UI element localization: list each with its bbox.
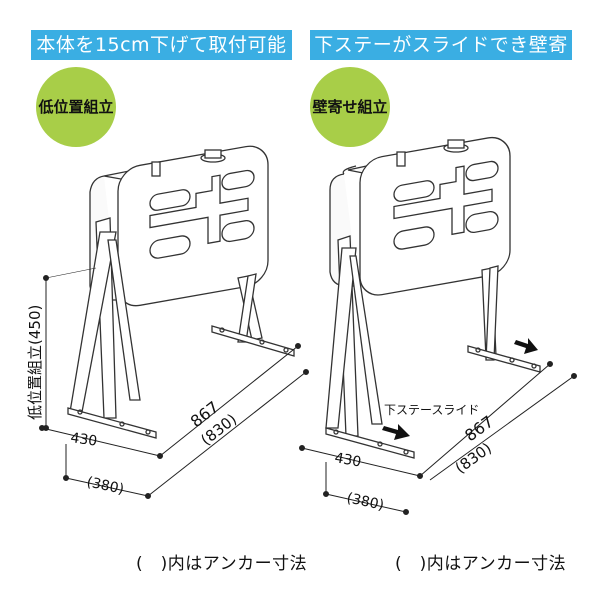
right-width-label: 430 [333, 450, 362, 470]
left-dimension-lines [39, 267, 309, 499]
badge-wall-position: 壁寄せ組立 [310, 67, 390, 147]
right-slide-label: 下ステースライド [384, 403, 479, 417]
right-depth-anchor-label: (830) [452, 439, 495, 477]
slide-arrow-icon [382, 338, 538, 440]
left-height-label: 低位置組立(450) [26, 305, 44, 420]
right-width-anchor-label: (380) [345, 490, 385, 513]
left-width-label: 430 [69, 430, 98, 450]
right-tank-assembly [325, 136, 541, 459]
left-tank-assembly [67, 145, 295, 439]
right-dimension-lines [299, 361, 577, 515]
banner-wall-mount: 下ステーがスライドでき壁寄せ可能 [310, 30, 572, 86]
caption-anchor-note-left: ( )内はアンカー寸法 [136, 554, 308, 574]
badge-low-position: 低位置組立 [36, 67, 116, 147]
caption-anchor-note-right: ( )内はアンカー寸法 [395, 554, 567, 574]
banner-lower-mount: 本体を15cm下げて取付可能 [31, 30, 292, 60]
left-width-anchor-label: (380) [85, 474, 125, 497]
